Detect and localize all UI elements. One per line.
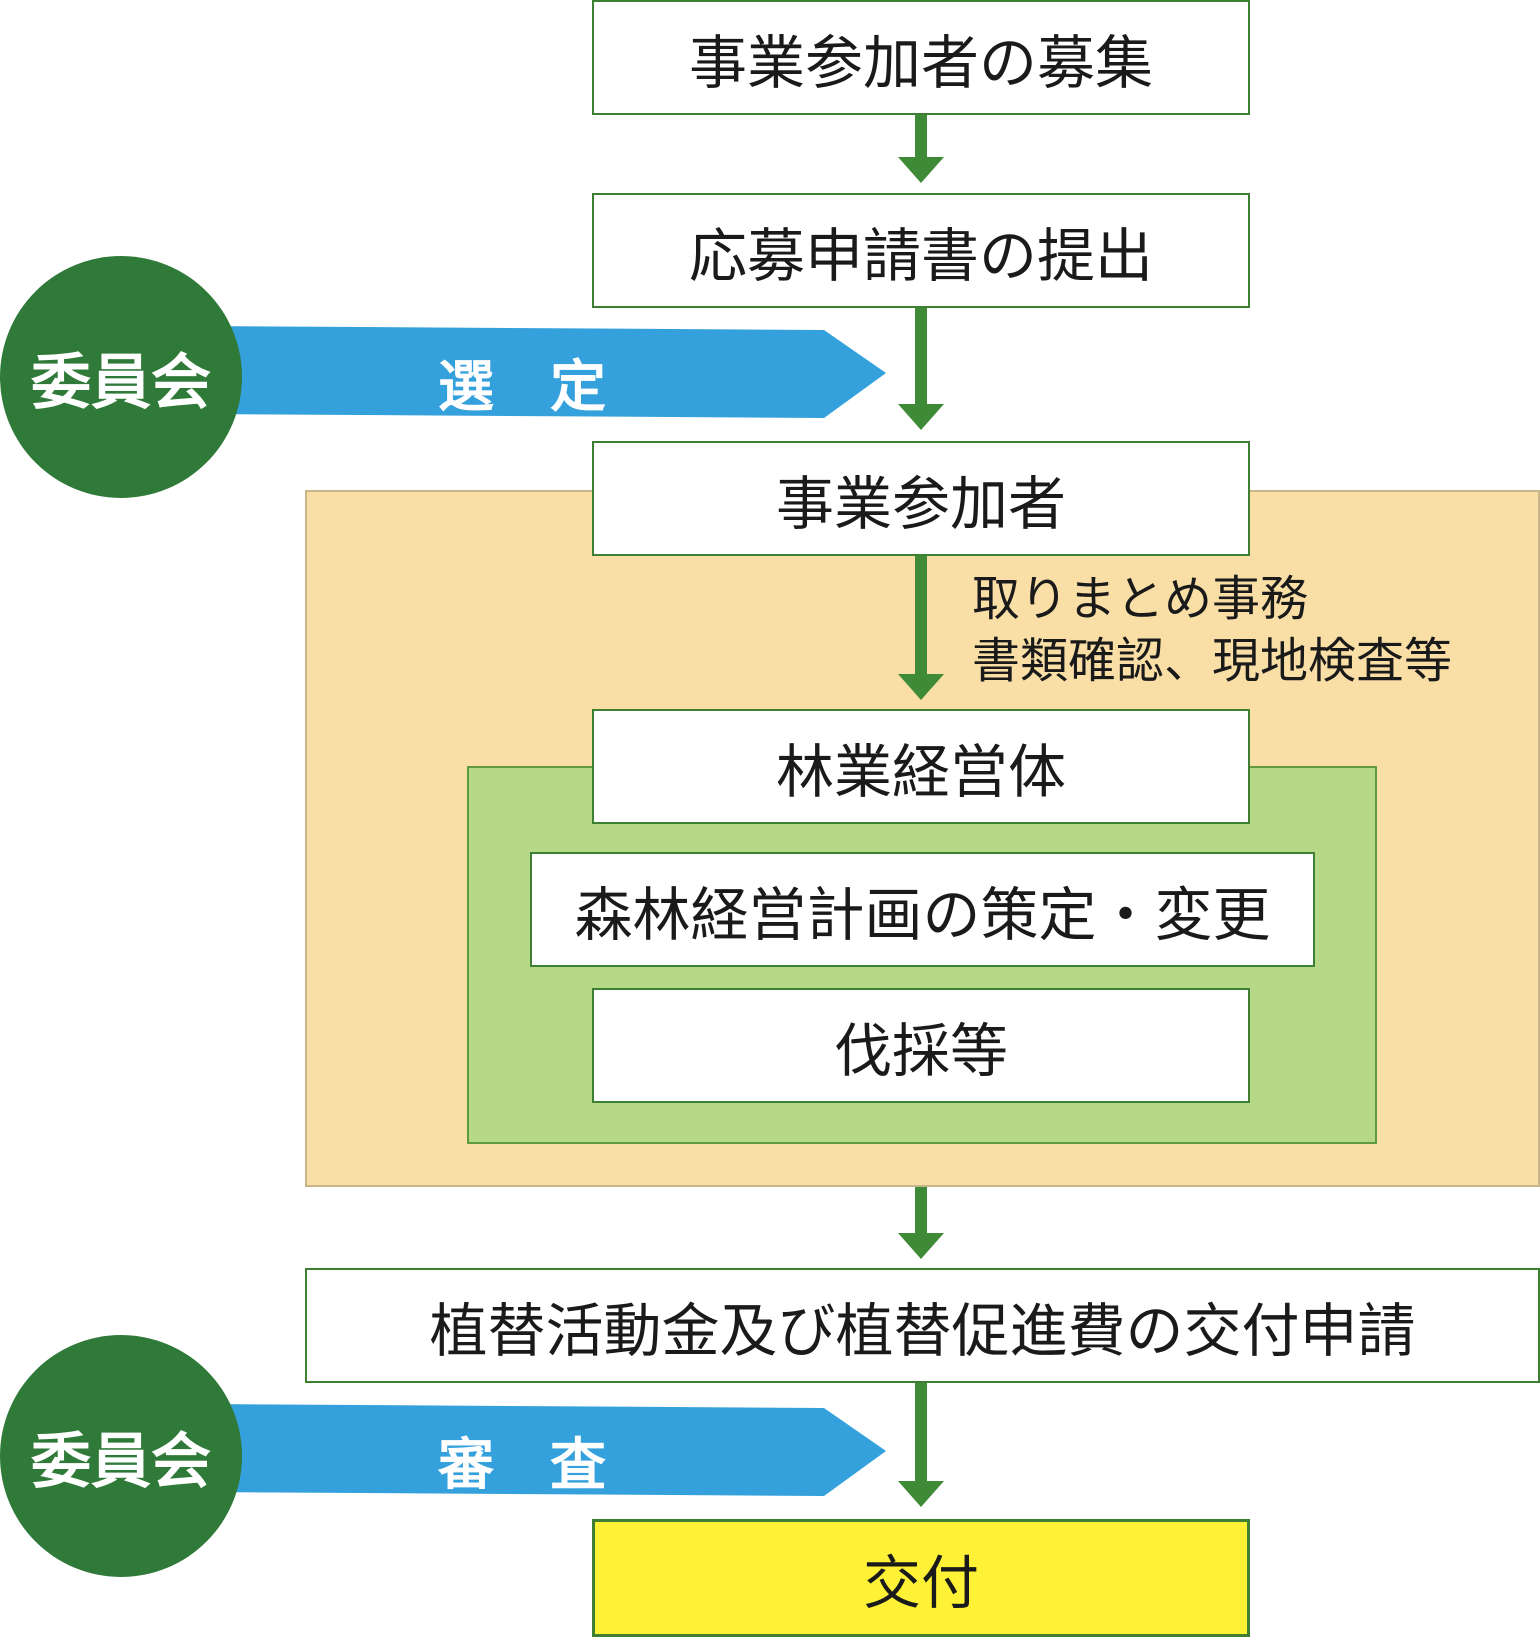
committee-selection-label: 委員会 (31, 347, 211, 418)
step-participant: 事業参加者 (592, 441, 1250, 556)
admin-note-line1: 取りまとめ事務 (972, 571, 1309, 627)
committee-circle-review: 委員会 (0, 1335, 242, 1577)
review-action-label: 審 査 (438, 1433, 606, 1498)
arrow-participant-to-forestry (898, 556, 944, 700)
committee-review-label: 委員会 (31, 1426, 211, 1497)
step-submit-label: 応募申請書の提出 (688, 221, 1153, 290)
step-grant-label: 交付 (862, 1549, 979, 1617)
admin-note: 取りまとめ事務 書類確認、現地検査等 (972, 568, 1452, 692)
step-plan: 森林経営計画の策定・変更 (530, 852, 1315, 967)
step-recruit-label: 事業参加者の募集 (688, 28, 1153, 97)
admin-note-line2: 書類確認、現地検査等 (972, 633, 1453, 689)
step-plan-label: 森林経営計画の策定・変更 (574, 880, 1271, 949)
selection-action-label: 選 定 (438, 355, 606, 420)
arrow-application-to-grant (898, 1383, 944, 1507)
step-participant-label: 事業参加者 (775, 469, 1066, 538)
selection-banner (200, 326, 886, 418)
step-application: 植替活動金及び植替促進費の交付申請 (305, 1268, 1540, 1383)
step-submit: 応募申請書の提出 (592, 193, 1250, 308)
step-forestry-entity-label: 林業経営体 (775, 737, 1066, 806)
arrow-region-to-application (898, 1187, 944, 1259)
step-forestry-entity: 林業経営体 (592, 709, 1250, 824)
step-recruit: 事業参加者の募集 (592, 0, 1250, 115)
step-application-label: 植替活動金及び植替促進費の交付申請 (429, 1296, 1416, 1365)
step-grant: 交付 (592, 1519, 1250, 1637)
step-logging: 伐採等 (592, 988, 1250, 1103)
arrow-recruit-to-submit (898, 115, 944, 183)
committee-circle-selection: 委員会 (0, 256, 242, 498)
review-banner (200, 1404, 886, 1496)
step-logging-label: 伐採等 (833, 1016, 1008, 1085)
arrow-submit-to-participant (898, 308, 944, 430)
